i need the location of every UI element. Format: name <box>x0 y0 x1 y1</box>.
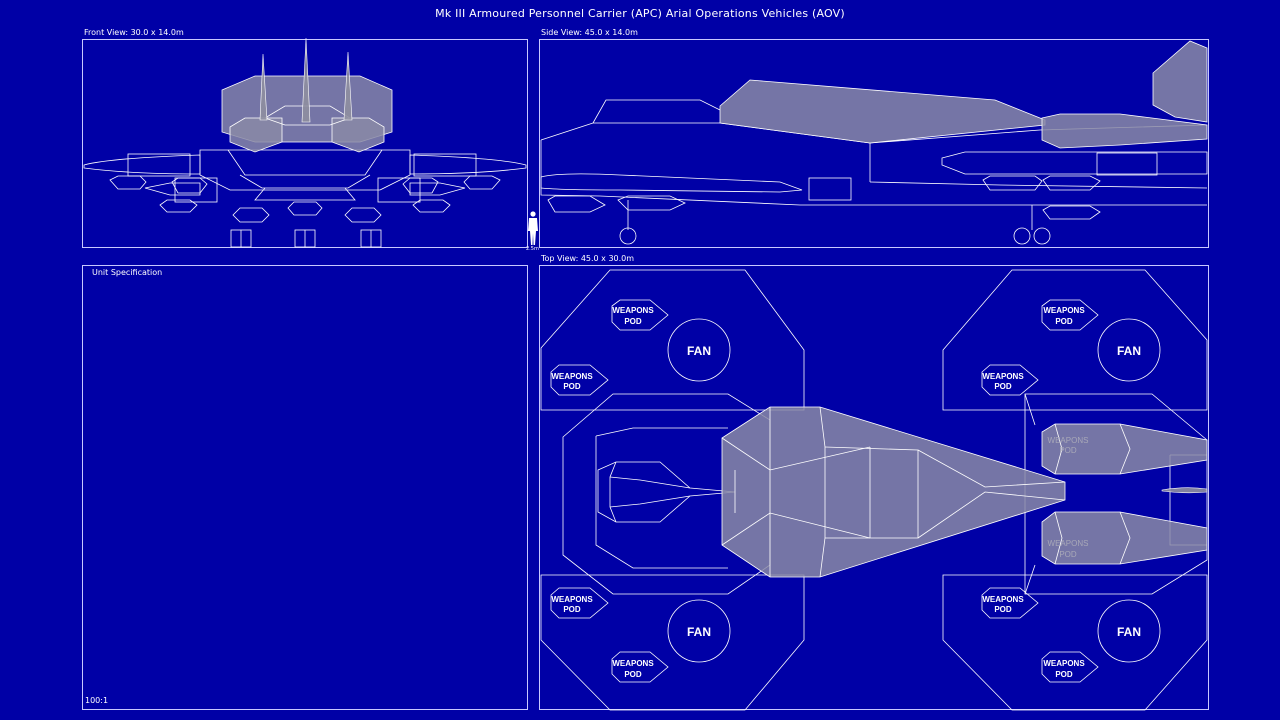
weapons-pod-label-obscured: WEAPONS <box>1048 539 1089 548</box>
scale-label: 100:1 <box>85 696 109 705</box>
top-view-drawing: FAN FAN FAN FAN WEAPONS POD WEAPONS POD … <box>540 269 1208 711</box>
weapons-pod-label: POD <box>624 317 642 326</box>
weapons-pod-label-obscured: POD <box>1059 550 1077 559</box>
top-view-panel <box>539 265 1209 710</box>
side-view-panel <box>539 39 1209 248</box>
weapons-pod-label: POD <box>1055 317 1073 326</box>
weapons-pod-label: POD <box>1055 670 1073 679</box>
top-view-label: Top View: 45.0 x 30.0m <box>541 254 635 263</box>
human-scale-label: 2.5m <box>526 246 539 252</box>
spec-label: Unit Specification <box>92 268 163 277</box>
weapons-pod-label: POD <box>624 670 642 679</box>
spec-panel <box>82 265 528 710</box>
weapons-pod-label: POD <box>563 382 581 391</box>
front-view-label: Front View: 30.0 x 14.0m <box>84 28 184 37</box>
fan-label-rear-left: FAN <box>1117 344 1141 358</box>
weapons-pod-label: WEAPONS <box>551 372 593 381</box>
fan-label-front-right: FAN <box>687 625 711 639</box>
drawing-title: Mk III Armoured Personnel Carrier (APC) … <box>435 7 845 20</box>
side-view-drawing <box>540 40 1208 245</box>
weapons-pod-label-obscured: WEAPONS <box>1048 436 1089 445</box>
weapons-pod-label: WEAPONS <box>612 306 654 315</box>
weapons-pod-label: WEAPONS <box>982 372 1024 381</box>
weapons-pod-label: WEAPONS <box>612 659 654 668</box>
fan-label-rear-right: FAN <box>1117 625 1141 639</box>
weapons-pod-label: POD <box>563 605 581 614</box>
weapons-pod-label: POD <box>994 605 1012 614</box>
side-view-label: Side View: 45.0 x 14.0m <box>541 28 638 37</box>
weapons-pod-label-obscured: POD <box>1059 446 1077 455</box>
weapons-pod-label: WEAPONS <box>551 595 593 604</box>
front-view-panel <box>82 39 528 248</box>
weapons-pod-label: WEAPONS <box>982 595 1024 604</box>
weapons-pod-label: WEAPONS <box>1043 659 1085 668</box>
weapons-pod-label: POD <box>994 382 1012 391</box>
weapons-pod-label: WEAPONS <box>1043 306 1085 315</box>
fan-label-front-left: FAN <box>687 344 711 358</box>
human-scale-figure <box>528 211 538 245</box>
front-view-drawing <box>83 37 527 248</box>
